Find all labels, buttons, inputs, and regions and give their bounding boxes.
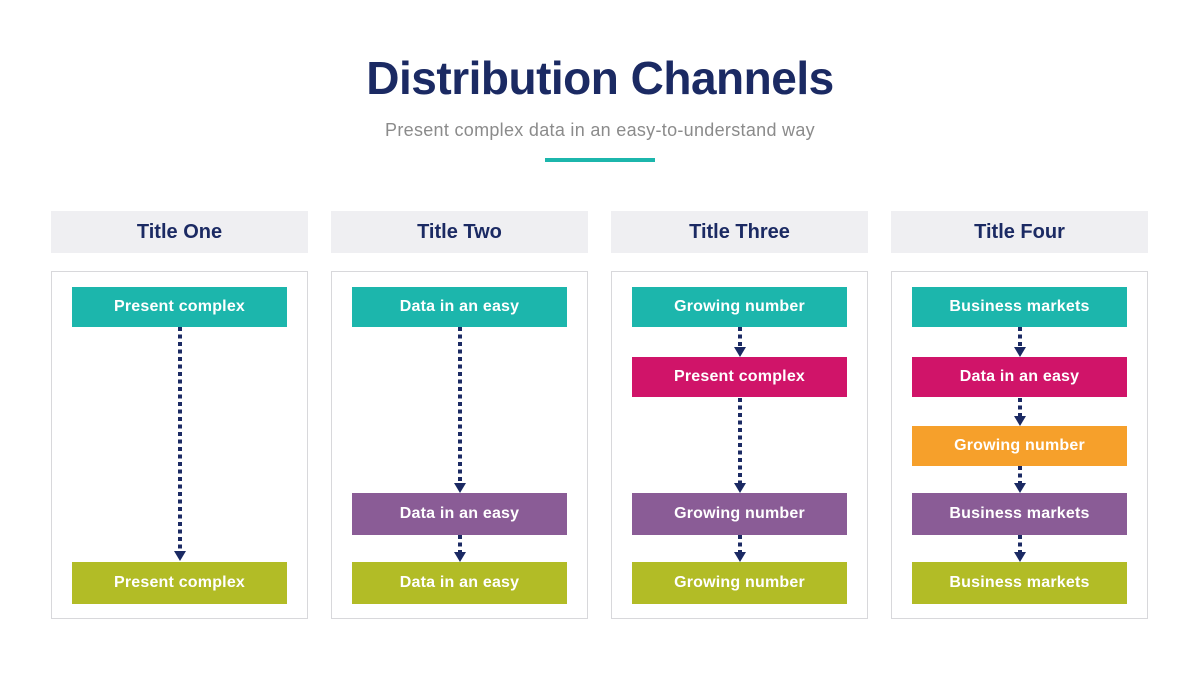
flow-box: Growing number xyxy=(632,562,847,604)
column-four: Title Four Business markets Data in an e… xyxy=(891,211,1148,619)
arrow-head-icon xyxy=(1013,416,1026,426)
flow-box-label: Growing number xyxy=(674,298,805,315)
column-title: Title Four xyxy=(974,220,1065,243)
column-header: Title Two xyxy=(331,211,588,253)
dotted-arrow-down xyxy=(173,327,186,561)
arrow-head-icon xyxy=(733,347,746,357)
flow-box-label: Growing number xyxy=(674,574,805,591)
arrow-line xyxy=(737,398,742,483)
flow-box-label: Business markets xyxy=(949,505,1090,522)
column-three: Title Three Growing number Present compl… xyxy=(611,211,868,619)
flow-box: Business markets xyxy=(912,562,1127,604)
title-underline xyxy=(545,158,655,162)
arrow-head-icon xyxy=(733,552,746,562)
flow-box: Business markets xyxy=(912,287,1127,327)
arrow-line xyxy=(457,327,462,483)
flow-box-label: Business markets xyxy=(949,574,1090,591)
arrow-head-icon xyxy=(733,483,746,493)
column-panel: Data in an easy Data in an easy Data in … xyxy=(331,271,588,619)
arrow-head-icon xyxy=(1013,552,1026,562)
flow-box-label: Present complex xyxy=(113,298,246,315)
dotted-arrow-down xyxy=(453,327,466,493)
flow-box-label: Present complex xyxy=(113,574,246,591)
flow-box: Data in an easy xyxy=(912,357,1127,397)
dotted-arrow-down xyxy=(1013,535,1026,562)
flow-box: Data in an easy xyxy=(352,287,567,327)
flow-box-label: Growing number xyxy=(674,505,805,522)
column-panel: Growing number Present complex Growing n… xyxy=(611,271,868,619)
dotted-arrow-down xyxy=(1013,327,1026,357)
dotted-arrow-down xyxy=(453,535,466,562)
flow-box: Present complex xyxy=(632,357,847,397)
dotted-arrow-down xyxy=(1013,466,1026,493)
flow-box: Business markets xyxy=(912,493,1127,535)
flow-box: Growing number xyxy=(632,287,847,327)
dotted-arrow-down xyxy=(1013,398,1026,426)
flow-box-label: Data in an easy xyxy=(399,298,520,315)
flow-box: Growing number xyxy=(912,426,1127,466)
column-two: Title Two Data in an easy Data in an eas… xyxy=(331,211,588,619)
column-header: Title Four xyxy=(891,211,1148,253)
flow-box-label: Business markets xyxy=(949,298,1090,315)
arrow-line xyxy=(177,327,182,551)
dotted-arrow-down xyxy=(733,327,746,357)
dotted-arrow-down xyxy=(733,398,746,493)
arrow-line xyxy=(1017,466,1022,483)
flow-box-label: Data in an easy xyxy=(959,368,1080,385)
column-header: Title Three xyxy=(611,211,868,253)
flow-box: Data in an easy xyxy=(352,562,567,604)
column-title: Title Two xyxy=(417,220,502,243)
dotted-arrow-down xyxy=(733,535,746,562)
arrow-line xyxy=(737,327,742,347)
arrow-line xyxy=(1017,327,1022,347)
column-title: Title Three xyxy=(689,220,790,243)
column-one: Title One Present complex Present comple… xyxy=(51,211,308,619)
flow-box-label: Data in an easy xyxy=(399,505,520,522)
arrow-head-icon xyxy=(453,552,466,562)
flow-box-label: Data in an easy xyxy=(399,574,520,591)
page-subtitle: Present complex data in an easy-to-under… xyxy=(385,120,815,140)
column-title: Title One xyxy=(136,220,223,243)
flow-box: Growing number xyxy=(632,493,847,535)
flow-box: Data in an easy xyxy=(352,493,567,535)
flow-box: Present complex xyxy=(72,562,287,604)
arrow-line xyxy=(737,535,742,552)
page-title: Distribution Channels xyxy=(366,52,834,104)
arrow-line xyxy=(457,535,462,552)
flow-box: Present complex xyxy=(72,287,287,327)
arrow-head-icon xyxy=(1013,483,1026,493)
arrow-line xyxy=(1017,535,1022,552)
arrow-head-icon xyxy=(453,483,466,493)
flow-box-label: Present complex xyxy=(673,368,806,385)
arrow-head-icon xyxy=(173,551,186,561)
column-panel: Business markets Data in an easy Growing… xyxy=(891,271,1148,619)
flow-box-label: Growing number xyxy=(954,437,1085,454)
arrow-line xyxy=(1017,398,1022,416)
arrow-head-icon xyxy=(1013,347,1026,357)
column-panel: Present complex Present complex xyxy=(51,271,308,619)
column-header: Title One xyxy=(51,211,308,253)
